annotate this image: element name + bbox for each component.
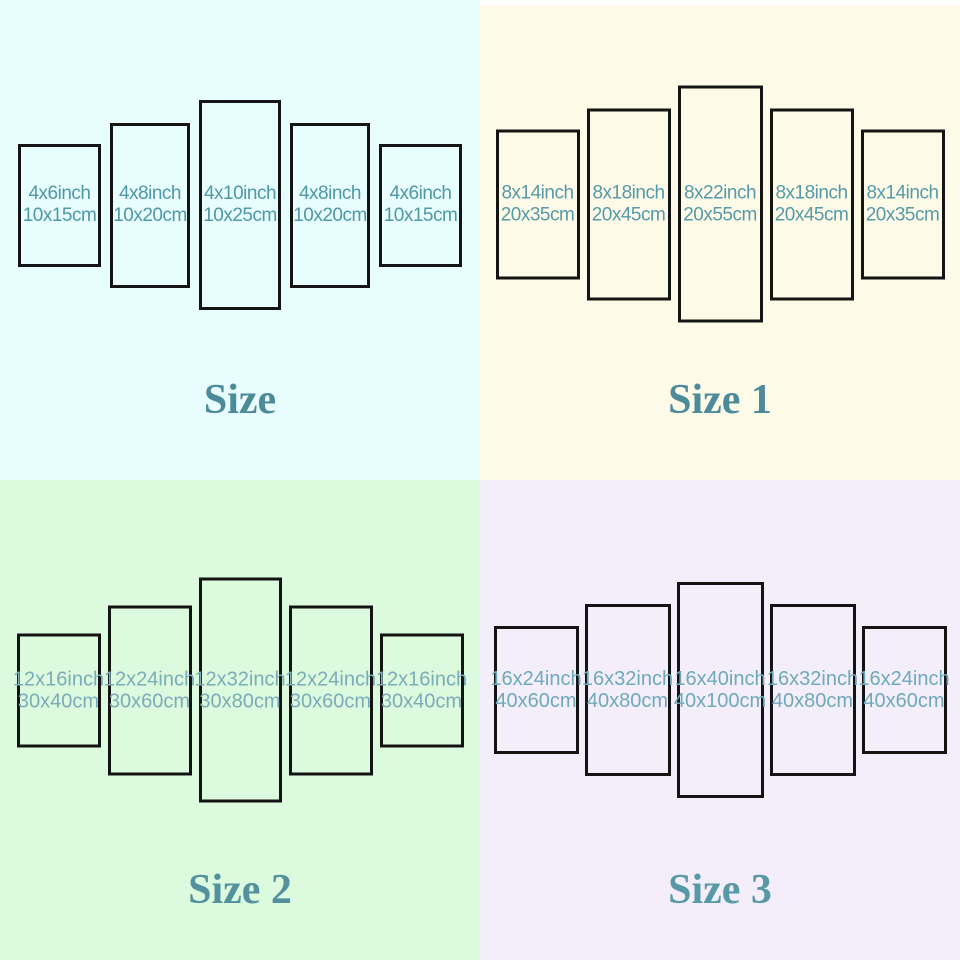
size-panel-1: 8x14inch 20x35cm <box>495 129 580 279</box>
size-panel-2: 4x8inch 10x20cm <box>110 122 190 288</box>
panel-inch-label: 8x18inch <box>775 182 848 204</box>
quadrant-title: Size 2 <box>188 866 292 913</box>
quadrant-title: Size <box>203 376 277 423</box>
size-panel-2: 8x18inch 20x45cm <box>586 108 671 300</box>
panel-label: 12x24inch 30x60cm <box>104 668 195 712</box>
size-chart-size: 4x6inch 10x15cm 4x8inch 10x20cm 4x10inch… <box>0 0 480 480</box>
size-panel-5: 4x6inch 10x15cm <box>379 143 462 267</box>
panel-inch-label: 12x16inch <box>12 668 105 690</box>
panel-row: 4x6inch 10x15cm 4x8inch 10x20cm 4x10inch… <box>0 100 480 310</box>
panel-inch-label: 4x8inch <box>118 183 181 205</box>
size-panel-1: 16x24inch 40x60cm <box>490 626 582 754</box>
panel-inch-label: 4x8inch <box>298 183 361 205</box>
panel-label: 8x14inch 20x35cm <box>501 182 575 226</box>
size-panel-3: 16x40inch 40x100cm <box>674 582 766 798</box>
panel-label: 16x32inch 40x80cm <box>767 668 858 712</box>
size-panel-3: 8x22inch 20x55cm <box>677 85 763 323</box>
panel-cm-label: 40x80cm <box>586 690 669 712</box>
panel-cm-label: 10x20cm <box>113 205 187 226</box>
panel-inch-label: 12x16inch <box>375 668 468 690</box>
size-panel-1: 4x6inch 10x15cm <box>18 143 101 267</box>
panel-cm-label: 40x60cm <box>863 690 945 712</box>
size-chart-size-3: 16x24inch 40x60cm 16x32inch 40x80cm 16x4… <box>480 480 960 960</box>
size-panel-3: 4x10inch 10x25cm <box>199 100 281 310</box>
panel-cm-label: 10x15cm <box>22 205 97 226</box>
panel-label: 8x22inch 20x55cm <box>683 182 757 226</box>
panel-cm-label: 30x40cm <box>17 690 100 712</box>
panel-cm-label: 20x35cm <box>865 204 940 225</box>
panel-label: 16x32inch 40x80cm <box>582 668 673 712</box>
panel-inch-label: 4x6inch <box>28 183 91 205</box>
panel-label: 8x14inch 20x35cm <box>866 182 940 226</box>
panel-label: 4x8inch 10x20cm <box>293 183 367 227</box>
panel-cm-label: 10x15cm <box>383 205 458 226</box>
panel-label: 12x32inch 30x80cm <box>194 668 285 712</box>
panel-inch-label: 16x24inch <box>490 668 582 690</box>
size-panel-4: 4x8inch 10x20cm <box>290 122 370 288</box>
panel-cm-label: 20x35cm <box>500 204 575 225</box>
panel-label: 16x40inch 40x100cm <box>674 668 766 712</box>
panel-label: 12x16inch 30x40cm <box>376 668 467 712</box>
size-panel-5: 16x24inch 40x60cm <box>858 626 950 754</box>
panel-label: 12x24inch 30x60cm <box>285 668 376 712</box>
panel-label: 12x16inch 30x40cm <box>13 668 104 712</box>
panel-inch-label: 8x14inch <box>866 182 939 204</box>
panel-row: 12x16inch 30x40cm 12x24inch 30x60cm 12x3… <box>0 577 480 803</box>
panel-inch-label: 16x24inch <box>858 668 950 690</box>
panel-cm-label: 10x20cm <box>293 205 367 226</box>
size-panel-1: 12x16inch 30x40cm <box>13 633 104 747</box>
size-panel-4: 16x32inch 40x80cm <box>767 604 858 776</box>
size-panel-5: 12x16inch 30x40cm <box>376 633 467 747</box>
panel-inch-label: 16x32inch <box>766 668 859 690</box>
size-panel-5: 8x14inch 20x35cm <box>860 129 945 279</box>
panel-label: 4x10inch 10x25cm <box>203 183 277 227</box>
quadrant-title: Size 1 <box>668 376 772 423</box>
panel-cm-label: 30x60cm <box>108 690 191 712</box>
size-chart-size-1: 8x14inch 20x35cm 8x18inch 20x45cm 8x22in… <box>480 0 960 480</box>
size-panel-2: 16x32inch 40x80cm <box>582 604 673 776</box>
panel-cm-label: 20x45cm <box>591 204 666 225</box>
panel-label: 4x6inch 10x15cm <box>23 183 97 227</box>
panel-cm-label: 20x55cm <box>683 204 757 225</box>
quadrant-title: Size 3 <box>668 866 772 913</box>
size-panel-2: 12x24inch 30x60cm <box>104 605 195 775</box>
panel-cm-label: 40x80cm <box>771 690 854 712</box>
panel-inch-label: 16x32inch <box>581 668 674 690</box>
panel-inch-label: 4x10inch <box>203 183 277 205</box>
panel-label: 4x8inch 10x20cm <box>113 183 187 227</box>
panel-cm-label: 30x60cm <box>289 690 372 712</box>
panel-inch-label: 12x24inch <box>103 668 196 690</box>
panel-row: 16x24inch 40x60cm 16x32inch 40x80cm 16x4… <box>480 582 960 798</box>
size-chart-size-2: 12x16inch 30x40cm 12x24inch 30x60cm 12x3… <box>0 480 480 960</box>
panel-cm-label: 10x25cm <box>203 205 277 226</box>
panel-label: 8x18inch 20x45cm <box>592 182 666 226</box>
size-panel-4: 12x24inch 30x60cm <box>285 605 376 775</box>
panel-label: 16x24inch 40x60cm <box>490 668 581 712</box>
panel-inch-label: 12x32inch <box>194 668 286 690</box>
panel-inch-label: 8x18inch <box>592 182 665 204</box>
panel-label: 16x24inch 40x60cm <box>858 668 949 712</box>
panel-cm-label: 40x60cm <box>495 690 577 712</box>
size-panel-3: 12x32inch 30x80cm <box>194 577 286 803</box>
panel-inch-label: 8x22inch <box>683 182 757 204</box>
panel-cm-label: 30x80cm <box>199 690 281 712</box>
panel-inch-label: 16x40inch <box>674 668 766 690</box>
panel-inch-label: 12x24inch <box>284 668 377 690</box>
panel-inch-label: 4x6inch <box>389 183 452 205</box>
panel-inch-label: 8x14inch <box>501 182 574 204</box>
panel-cm-label: 30x40cm <box>380 690 463 712</box>
panel-cm-label: 20x45cm <box>774 204 849 225</box>
panel-label: 4x6inch 10x15cm <box>384 183 458 227</box>
size-panel-4: 8x18inch 20x45cm <box>769 108 854 300</box>
panel-cm-label: 40x100cm <box>673 690 767 712</box>
panel-row: 8x14inch 20x35cm 8x18inch 20x45cm 8x22in… <box>480 85 960 323</box>
panel-label: 8x18inch 20x45cm <box>775 182 849 226</box>
